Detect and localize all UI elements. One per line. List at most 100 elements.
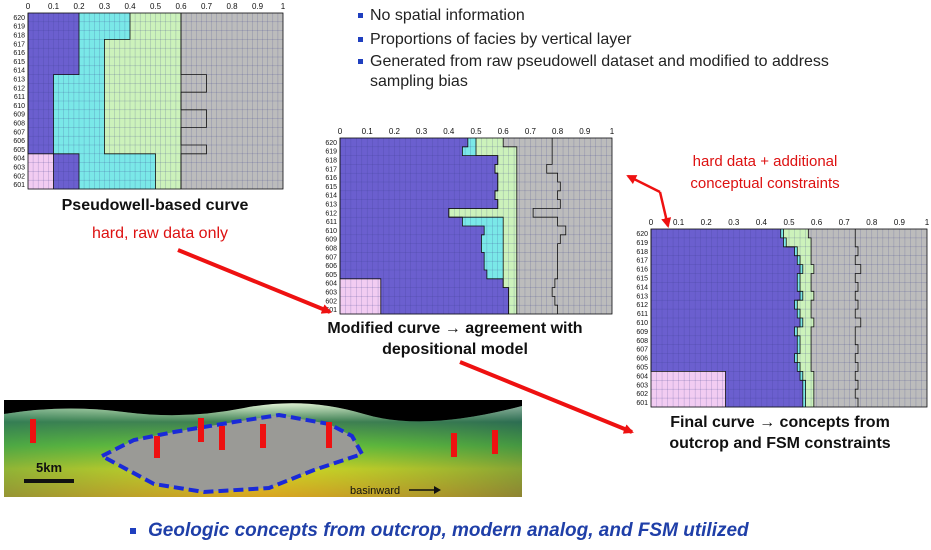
facies-segment [340, 217, 463, 227]
layer-label: 601 [325, 307, 337, 314]
facies-segment [28, 74, 105, 84]
layer-label: 608 [13, 121, 25, 128]
facies-segment [651, 309, 798, 319]
facies-segment [28, 83, 54, 93]
x-tick-label: 0.6 [811, 218, 823, 227]
facies-boundary-line [104, 13, 156, 189]
layer-label: 617 [325, 166, 337, 173]
facies-segment [28, 153, 156, 163]
facies-segment [28, 145, 105, 155]
arrow-to-modified-icon [177, 248, 332, 314]
x-tick-label: 0.8 [226, 2, 238, 11]
plot-frame [650, 228, 928, 408]
scale-bar [24, 479, 74, 483]
layer-label: 612 [325, 210, 337, 217]
x-tick-label: 1 [281, 2, 285, 11]
facies-segment [28, 109, 54, 119]
layer-label: 605 [13, 147, 25, 154]
x-tick-label: 0.9 [894, 218, 906, 227]
layer-label: 611 [326, 219, 337, 226]
layer-label: 609 [325, 237, 337, 244]
layer-label: 605 [325, 272, 337, 279]
facies-segment [651, 389, 803, 399]
facies-segment [28, 171, 156, 181]
x-tick-label: 0.1 [673, 218, 685, 227]
bullet-item: No spatial information [358, 6, 850, 26]
layer-label: 610 [13, 103, 25, 110]
x-tick-label: 0.7 [839, 218, 851, 227]
constraints-note-line1: hard data + additional [692, 153, 838, 170]
facies-boundary-line [783, 229, 806, 407]
facies-boundary-line [854, 229, 862, 407]
layer-label: 604 [325, 281, 337, 288]
layer-label: 606 [325, 263, 337, 270]
layer-label: 608 [325, 246, 337, 253]
facies-segment [28, 136, 54, 146]
facies-segment [651, 398, 726, 408]
facies-segment [651, 291, 801, 301]
facies-segment [340, 261, 485, 271]
layer-label: 614 [325, 193, 337, 200]
facies-boundary-line [502, 138, 518, 314]
layer-label: 607 [325, 254, 337, 261]
facies-segment [340, 270, 487, 280]
facies-boundary-line [448, 138, 510, 314]
x-tick-label: 0.9 [252, 2, 264, 11]
facies-segment [340, 278, 381, 288]
layer-label: 605 [636, 364, 648, 371]
facies-segment [340, 146, 463, 156]
layer-label: 612 [636, 302, 648, 309]
x-tick-label: 0.3 [728, 218, 740, 227]
facies-segment [340, 305, 381, 315]
constraints-note-line2: conceptual constraints [690, 175, 840, 192]
layer-label: 606 [636, 356, 648, 363]
layer-label: 615 [13, 59, 25, 66]
scale-label: 5km [36, 460, 62, 475]
layer-label: 620 [13, 15, 25, 22]
layer-label: 617 [13, 41, 25, 48]
facies-boundary-line [180, 13, 207, 189]
x-tick-label: 0.4 [756, 218, 768, 227]
x-tick-label: 0.7 [525, 127, 537, 136]
final-caption-line2: outcrop and FSM constraints [669, 435, 891, 452]
facies-segment [28, 127, 105, 137]
layer-label: 613 [325, 202, 337, 209]
facies-segment [28, 101, 105, 111]
layer-label: 613 [13, 77, 25, 84]
plot-frame [27, 12, 284, 190]
facies-segment [28, 180, 54, 190]
facies-segment [340, 296, 381, 306]
bullet-text: No spatial information [370, 7, 525, 24]
facies-segment [340, 305, 509, 315]
facies-segment [340, 164, 496, 174]
layer-label: 611 [14, 94, 25, 101]
layer-label: 602 [636, 391, 648, 398]
x-tick-label: 0.1 [362, 127, 374, 136]
facies-segment [28, 180, 156, 190]
layer-label: 620 [325, 140, 337, 147]
x-tick-label: 0.1 [48, 2, 60, 11]
layer-label: 619 [325, 149, 337, 156]
x-tick-label: 0.9 [579, 127, 591, 136]
x-tick-label: 0 [338, 127, 343, 136]
layer-label: 613 [636, 293, 648, 300]
layer-label: 611 [637, 311, 648, 318]
x-tick-label: 0.2 [701, 218, 713, 227]
facies-segment [340, 190, 496, 200]
x-tick-label: 0.6 [498, 127, 510, 136]
facies-segment [28, 171, 54, 181]
basinward-arrowhead-icon [434, 486, 441, 494]
facies-segment [340, 252, 485, 262]
terrain-map-image: 5km basinward [4, 400, 522, 497]
layer-label: 603 [636, 382, 648, 389]
layer-label: 615 [636, 275, 648, 282]
facies-segment [651, 344, 798, 354]
layer-label: 620 [636, 231, 648, 238]
layer-label: 607 [636, 347, 648, 354]
grid [650, 228, 928, 408]
layer-label: 604 [636, 373, 648, 380]
facies-segment [28, 118, 105, 128]
x-tick-label: 0.7 [201, 2, 213, 11]
